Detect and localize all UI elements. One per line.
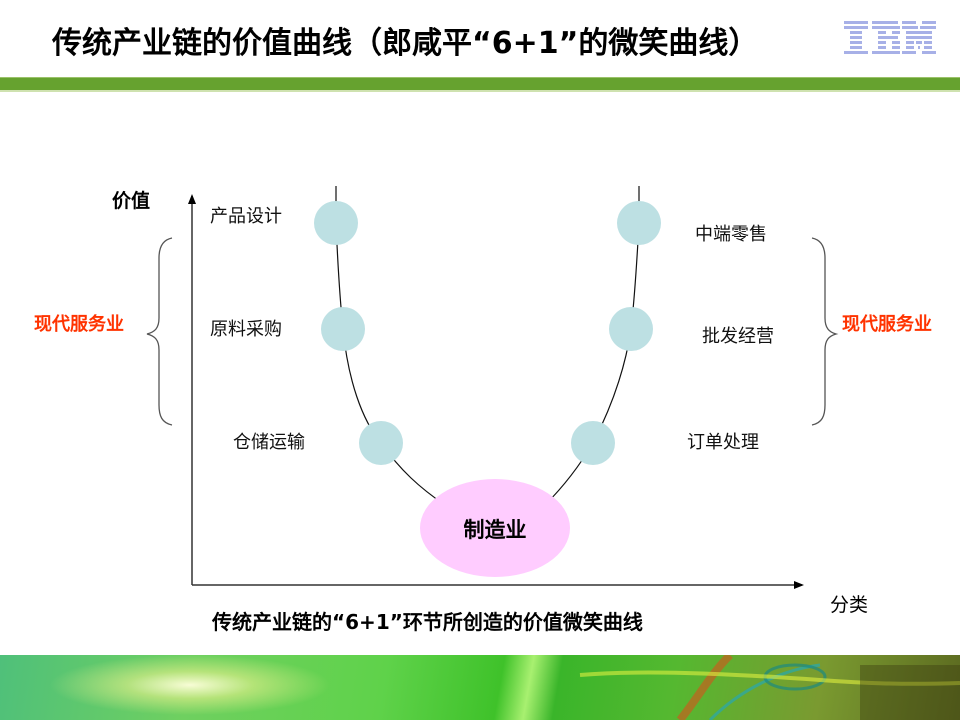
node-order-processing <box>571 421 615 465</box>
label-warehousing-transport: 仓储运输 <box>233 432 305 453</box>
slide-title: 传统产业链的价值曲线（郎咸平“6+1”的微笑曲线） <box>52 26 759 61</box>
right-brace <box>811 237 839 426</box>
left-group-label: 现代服务业 <box>34 314 124 335</box>
node-raw-material-purchasing <box>321 307 365 351</box>
node-product-design <box>314 201 358 245</box>
node-retail <box>617 201 661 245</box>
x-axis-label: 分类 <box>830 594 869 616</box>
smile-curve <box>335 186 640 506</box>
y-axis-label: 价值 <box>112 190 151 212</box>
node-warehousing-transport <box>359 421 403 465</box>
label-product-design: 产品设计 <box>210 206 282 227</box>
manufacturing-ellipse <box>420 479 570 577</box>
right-group-label: 现代服务业 <box>842 314 932 335</box>
header-divider-bar <box>0 77 960 92</box>
label-retail: 中端零售 <box>695 224 767 245</box>
diagram-caption: 传统产业链的“6+1”环节所创造的价值微笑曲线 <box>212 610 643 634</box>
node-wholesale <box>609 307 653 351</box>
ibm-logo <box>844 21 936 54</box>
label-order-processing: 订单处理 <box>687 432 759 453</box>
label-manufacturing: 制造业 <box>463 517 527 542</box>
left-brace <box>146 237 173 426</box>
label-wholesale: 批发经营 <box>702 326 774 347</box>
highway-interchange-graphic <box>579 655 960 720</box>
label-raw-material-purchasing: 原料采购 <box>210 319 282 340</box>
